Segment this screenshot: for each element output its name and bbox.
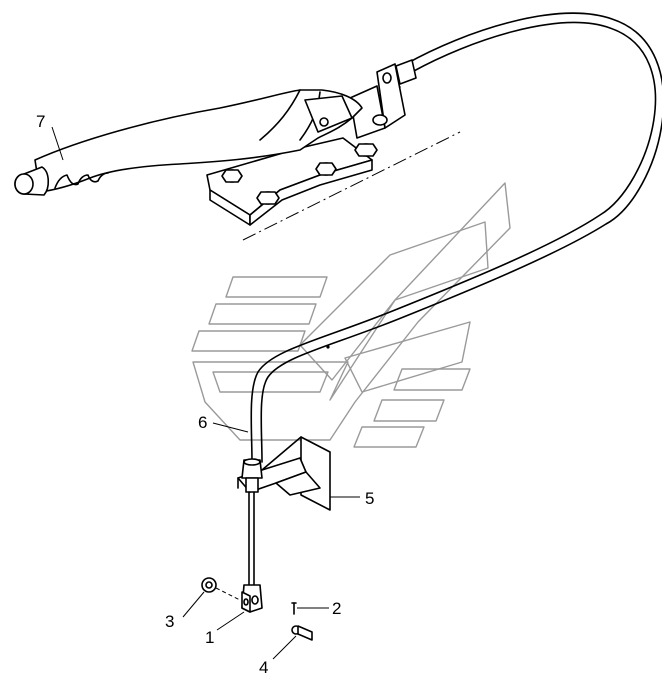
watermark-logo: [191, 182, 511, 448]
floor-centerline: [242, 131, 461, 241]
callout-3: 3: [165, 612, 174, 631]
upper-bracket: [349, 63, 406, 139]
clevis-pin: [291, 625, 313, 641]
cable-ferrule: [241, 458, 263, 493]
callout-4: 4: [259, 658, 268, 677]
callout-7: 7: [36, 112, 45, 131]
callout-1: 1: [205, 628, 214, 647]
mounting-bolt: [315, 162, 337, 176]
mounting-bolt: [256, 191, 280, 205]
callout-2: 2: [332, 599, 341, 618]
cotter-pin: [291, 602, 297, 615]
clevis: [241, 584, 263, 613]
callout-6: 6: [198, 413, 207, 432]
brake-cable: [250, 12, 662, 463]
mounting-bolt: [354, 143, 378, 157]
mounting-bolt: [221, 169, 243, 183]
hand-brake-lever: [14, 89, 378, 226]
washer: [201, 577, 217, 593]
callout-5: 5: [365, 489, 374, 508]
leader-lines: [51, 126, 360, 660]
